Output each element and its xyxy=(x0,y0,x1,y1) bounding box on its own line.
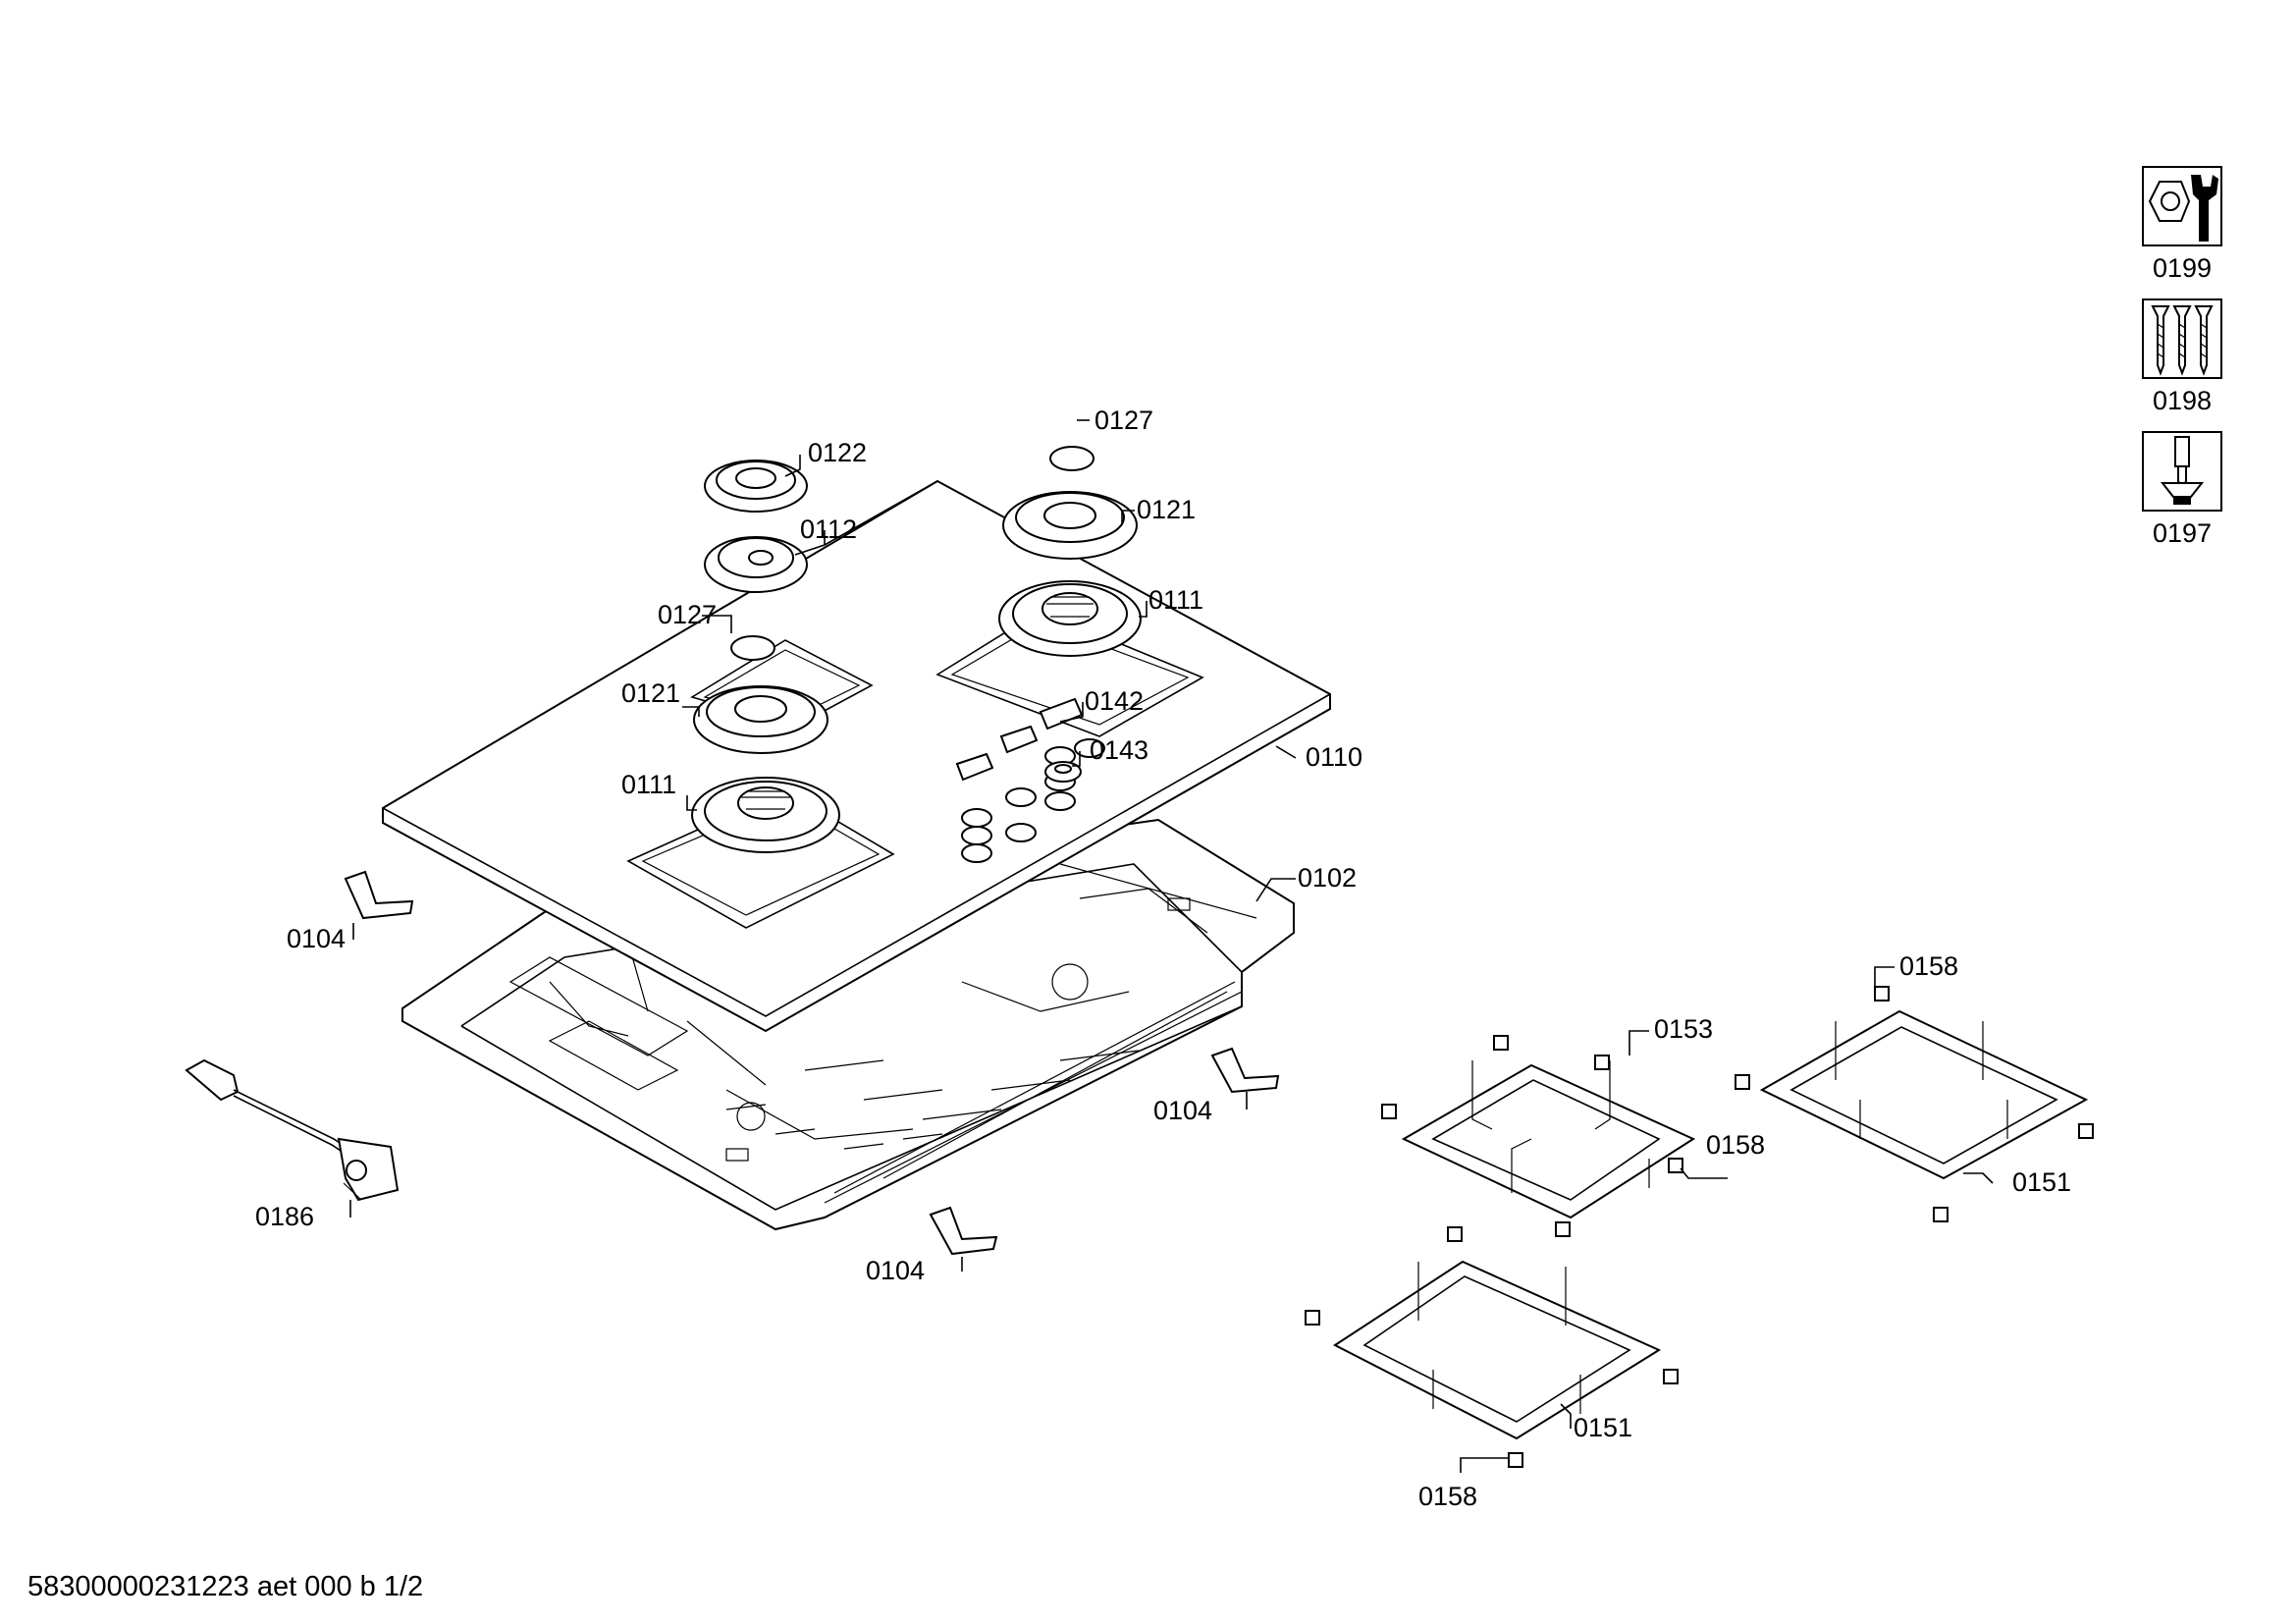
knob-seal[interactable] xyxy=(1044,761,1082,783)
callout-label: 0104 xyxy=(287,924,346,953)
callout-label: 0102 xyxy=(1298,863,1357,893)
callout-label: 0151 xyxy=(2012,1167,2071,1197)
small-burner-base[interactable] xyxy=(704,536,808,593)
burner-base-left[interactable] xyxy=(691,777,840,853)
callout-label: 0127 xyxy=(1095,406,1153,435)
burner-ring-left[interactable] xyxy=(693,685,828,754)
gas-connection-cord[interactable] xyxy=(185,1058,400,1202)
callout-label: 0186 xyxy=(255,1202,314,1231)
callout-label: 0111 xyxy=(621,770,676,799)
tool-icon-label: 0199 xyxy=(2153,253,2212,283)
nut-wrench-icon xyxy=(2148,175,2218,242)
mounting-bracket[interactable] xyxy=(929,1206,998,1256)
callout-label: 0110 xyxy=(1306,742,1362,772)
control-knob[interactable] xyxy=(955,697,1084,782)
rubber-foot[interactable] xyxy=(1305,986,2094,1468)
pan-support-front[interactable] xyxy=(1333,1260,1662,1440)
pan-support-center[interactable] xyxy=(1401,1060,1696,1219)
burner-cap-right[interactable] xyxy=(1049,446,1095,471)
callout-label: 0153 xyxy=(1654,1014,1713,1044)
callout-label: 0121 xyxy=(621,678,680,708)
callout-label: 0104 xyxy=(1153,1096,1212,1125)
callout-label: 0112 xyxy=(800,514,857,544)
tool-icon-0199[interactable]: 0199 xyxy=(2142,166,2222,283)
tool-icon-0197[interactable]: 0197 xyxy=(2142,431,2222,548)
callout-label: 0158 xyxy=(1418,1482,1477,1511)
document-code: 58300000231223 aet 000 b 1/2 xyxy=(27,1571,423,1602)
burner-base-right[interactable] xyxy=(998,580,1142,657)
callout-label: 0158 xyxy=(1899,951,1958,981)
callout-label: 0121 xyxy=(1137,495,1196,524)
screwdriver-icon xyxy=(2160,436,2205,505)
burner-cap-left[interactable] xyxy=(730,635,775,661)
callout-label: 0104 xyxy=(866,1256,925,1285)
tool-icon-0198[interactable]: 0198 xyxy=(2142,298,2222,415)
callout-label: 0158 xyxy=(1706,1130,1765,1160)
small-burner-ring[interactable] xyxy=(704,460,808,513)
callout-label: 0111 xyxy=(1148,585,1203,615)
callout-label: 0142 xyxy=(1085,686,1144,716)
pan-support-right[interactable] xyxy=(1759,1009,2089,1180)
mounting-bracket[interactable] xyxy=(1210,1047,1280,1094)
leader-lines xyxy=(349,419,1994,1473)
callout-label: 0122 xyxy=(808,438,867,467)
tool-icon-label: 0197 xyxy=(2153,518,2212,548)
screws-icon xyxy=(2151,305,2214,376)
callout-label: 0151 xyxy=(1574,1413,1632,1442)
burner-ring-right[interactable] xyxy=(1002,491,1138,560)
tool-icon-label: 0198 xyxy=(2153,386,2212,415)
mounting-bracket[interactable] xyxy=(344,870,414,920)
callout-label: 0143 xyxy=(1090,735,1148,765)
callout-label: 0127 xyxy=(658,600,717,629)
